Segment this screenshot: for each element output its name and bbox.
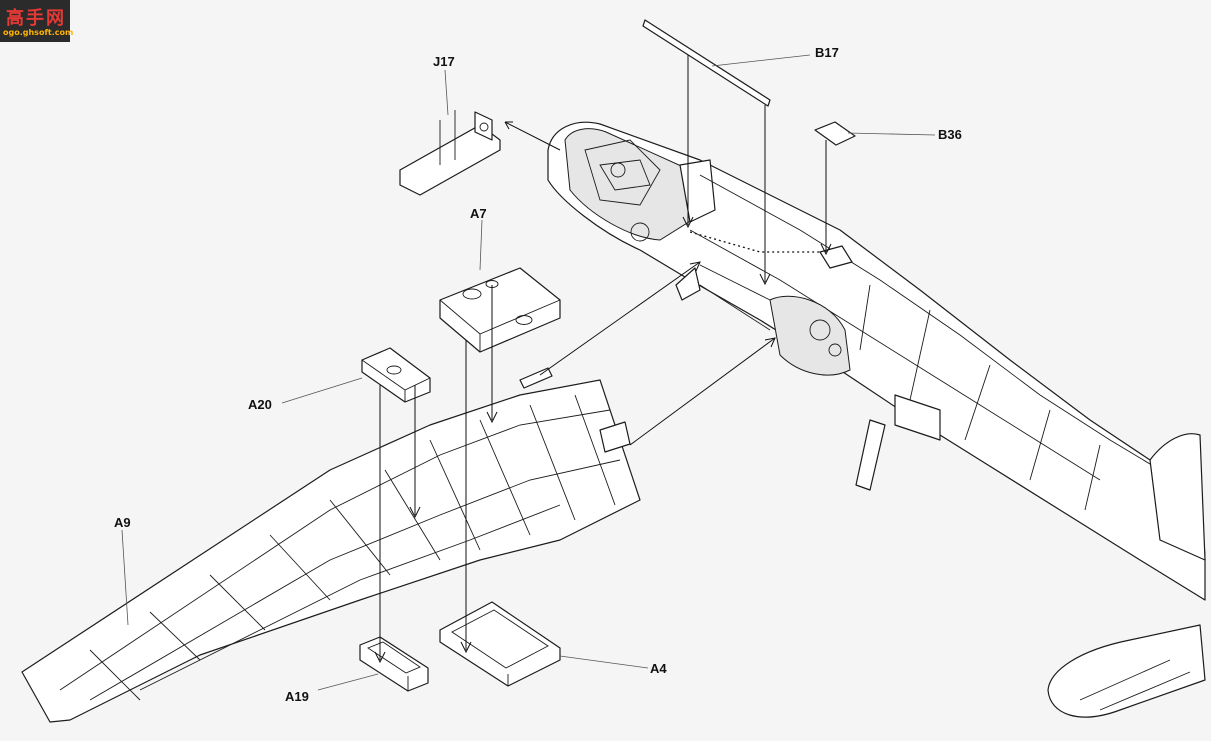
watermark-url: ogo.ghsoft.com — [3, 28, 74, 37]
part-a4-tray — [439, 601, 561, 687]
part-b36-plate — [814, 121, 856, 146]
label-j17: J17 — [433, 54, 455, 69]
part-a20-tank — [361, 347, 431, 403]
watermark-title: 高手网 — [6, 8, 66, 29]
label-a7: A7 — [470, 206, 487, 221]
label-b17: B17 — [815, 45, 839, 60]
part-a9-wing-frame — [21, 267, 701, 723]
label-a19: A19 — [285, 689, 309, 704]
leader-lines — [121, 54, 936, 691]
assembly-arrows — [374, 55, 832, 664]
part-j17-bracket — [399, 110, 501, 196]
part-a19-tray — [359, 636, 429, 692]
fuselage — [547, 121, 1206, 718]
part-a7-tank — [439, 267, 561, 353]
label-a4: A4 — [650, 661, 667, 676]
site-watermark: 高手网 ogo.ghsoft.com — [0, 0, 74, 42]
label-a9: A9 — [114, 515, 131, 530]
label-a20: A20 — [248, 397, 272, 412]
label-b36: B36 — [938, 127, 962, 142]
part-b17-rod — [642, 19, 771, 107]
